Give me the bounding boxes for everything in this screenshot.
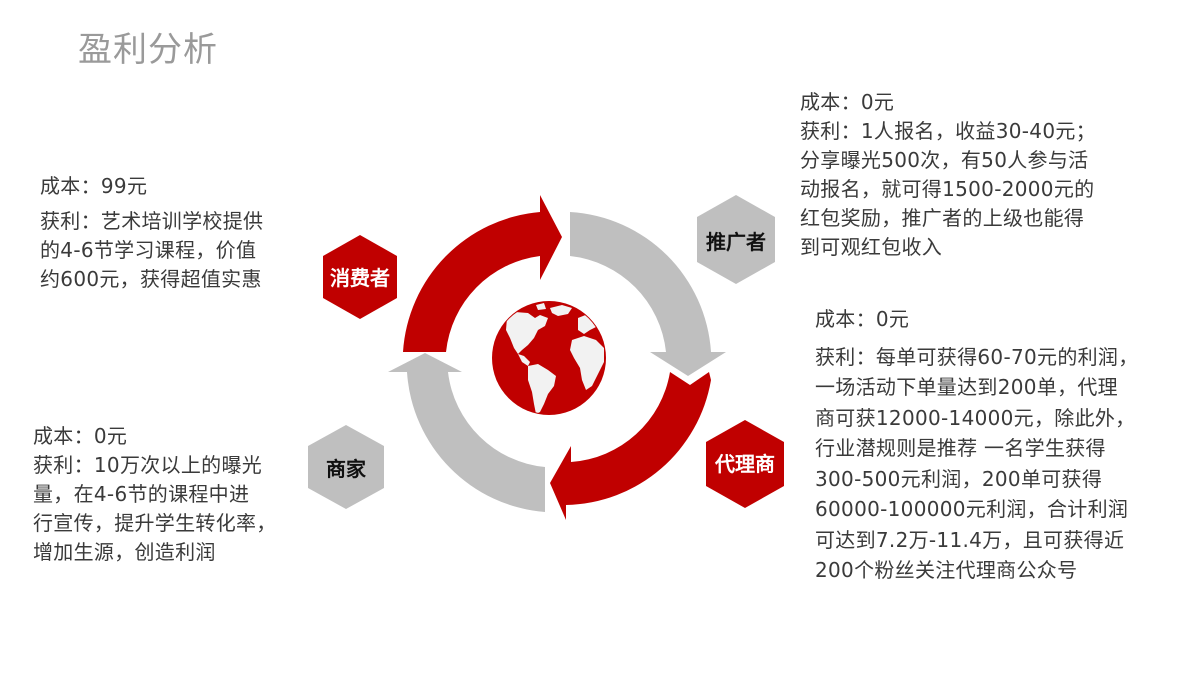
page-title: 盈利分析	[78, 30, 218, 70]
role-label-consumer: 消费者	[330, 265, 390, 290]
hex-merchant	[308, 425, 384, 509]
hex-agent	[706, 420, 784, 508]
promoter-cost: 成本：0元	[800, 90, 895, 114]
arrow-merchant-to-consumer	[388, 353, 545, 512]
promoter-description: 成本：0元 获利：1人报名，收益30-40元； 分享曝光500次，有50人参与活…	[800, 88, 1160, 262]
merchant-cost: 成本：0元	[33, 424, 128, 448]
arrow-consumer-to-promoter	[403, 195, 562, 352]
arrow-agent-to-merchant	[550, 372, 711, 520]
arrow-promoter-to-agent	[570, 212, 726, 376]
globe-icon	[492, 301, 606, 415]
merchant-description: 成本：0元 获利：10万次以上的曝光 量，在4-6节的课程中进 行宣传，提升学生…	[33, 422, 323, 567]
promoter-profit: 获利：1人报名，收益30-40元； 分享曝光500次，有50人参与活 动报名，就…	[800, 119, 1096, 259]
role-label-promoter: 推广者	[706, 229, 766, 254]
hex-consumer	[323, 235, 397, 319]
agent-description: 成本：0元 获利：每单可获得60-70元的利润， 一场活动下单量达到200单，代…	[815, 304, 1195, 586]
consumer-description: 成本：99元 获利：艺术培训学校提供 的4-6节学习课程，价值 约600元，获得…	[40, 172, 320, 294]
agent-cost: 成本：0元	[815, 307, 910, 331]
role-label-merchant: 商家	[326, 456, 366, 481]
role-label-agent: 代理商	[715, 451, 775, 476]
consumer-profit: 获利：艺术培训学校提供 的4-6节学习课程，价值 约600元，获得超值实惠	[40, 209, 264, 291]
consumer-cost: 成本：99元	[40, 174, 148, 198]
agent-profit: 获利：每单可获得60-70元的利润， 一场活动下单量达到200单，代理 商可获1…	[815, 344, 1139, 583]
merchant-profit: 获利：10万次以上的曝光 量，在4-6节的课程中进 行宣传，提升学生转化率， 增…	[33, 453, 277, 564]
hex-promoter	[697, 195, 775, 284]
